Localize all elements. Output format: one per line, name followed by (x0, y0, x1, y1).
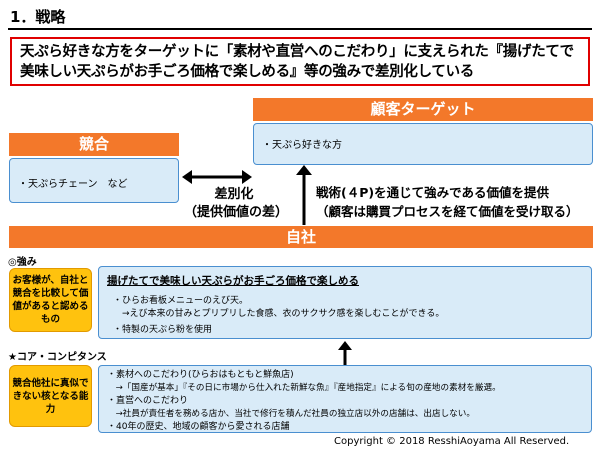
core-box: ・素材へのこだわり(ひらおはもともと鮮魚店) →「国産が基本」『その日に市場から… (98, 365, 592, 433)
core-side-label: 競合他社に真似できない核となる能力 (9, 365, 92, 427)
core-line-3: ・直営へのこだわり (107, 396, 189, 406)
page-title: 1．戦略 (10, 8, 66, 26)
strengths-side-label: お客様が、自社と競合を比較して価値があると認めるもの (9, 268, 92, 332)
competition-box: ・天ぷらチェーン など (9, 158, 179, 203)
core-to-strength-arrow-icon (338, 341, 352, 365)
target-box: ・天ぷら好きな方 (253, 123, 593, 165)
tactics-line-1: 戦術(４P)を通じて強みである価値を提供 (316, 185, 549, 200)
double-arrow-icon (182, 170, 252, 184)
core-line-4: →社員が責任者を務める店か、当社で修行を積んだ社員の独立店以外の店舗は、出店しな… (107, 409, 475, 419)
tactics-line-2: （顧客は購買プロセスを経て価値を受け取る） (316, 204, 579, 219)
core-line-1: ・素材へのこだわり(ひらおはもともと鮮魚店) (107, 370, 294, 380)
differentiation-line-1: 差別化 (214, 187, 254, 202)
title-underline (8, 28, 592, 30)
tactics-label: 戦術(４P)を通じて強みである価値を提供 （顧客は購買プロセスを経て価値を受け取… (316, 183, 579, 221)
strengths-line-3: ・特製の天ぷら粉を使用 (113, 325, 213, 335)
headline-line-1: 天ぷら好きな方をターゲットに「素材や直営へのこだわり」に支えられた『揚げたてで (20, 44, 574, 60)
core-section-label: ★コア・コンピタンス (8, 352, 107, 363)
strengths-heading: 揚げたてで美味しい天ぷらがお手ごろ価格で楽しめる (107, 275, 359, 287)
strengths-box: 揚げたてで美味しい天ぷらがお手ごろ価格で楽しめる ・ひらお看板メニューのえび天。… (98, 266, 592, 339)
target-header: 顧客ターゲット (253, 98, 593, 121)
strategy-headline: 天ぷら好きな方をターゲットに「素材や直営へのこだわり」に支えられた『揚げたてで … (10, 37, 590, 86)
differentiation-label: 差別化 （提供価値の差） (184, 186, 288, 222)
competition-header: 競合 (9, 133, 179, 156)
core-line-5: ・40年の歴史、地域の顧客から愛される店舗 (107, 422, 290, 432)
strengths-section-label: ◎強み (8, 257, 37, 268)
strengths-line-2: →えび本来の甘みとプリプリした食感、衣のサクサク感を楽しむことができる。 (113, 309, 445, 319)
strengths-line-1: ・ひらお看板メニューのえび天。 (113, 296, 249, 306)
core-line-2: →「国産が基本」『その日に市場から仕入れた新鮮な魚』『産地指定』による旬の産地の… (107, 383, 501, 393)
company-header: 自社 (9, 226, 593, 248)
headline-line-2: 美味しい天ぷらがお手ごろ価格で楽しめる』等の強みで差別化している (20, 64, 474, 80)
copyright-text: Copyright © 2018 ResshiAoyama All Reserv… (334, 436, 570, 447)
competition-item: ・天ぷらチェーン など (18, 179, 128, 190)
up-arrow-icon (296, 165, 312, 225)
target-item: ・天ぷら好きな方 (262, 140, 342, 151)
differentiation-line-2: （提供価値の差） (184, 205, 289, 220)
